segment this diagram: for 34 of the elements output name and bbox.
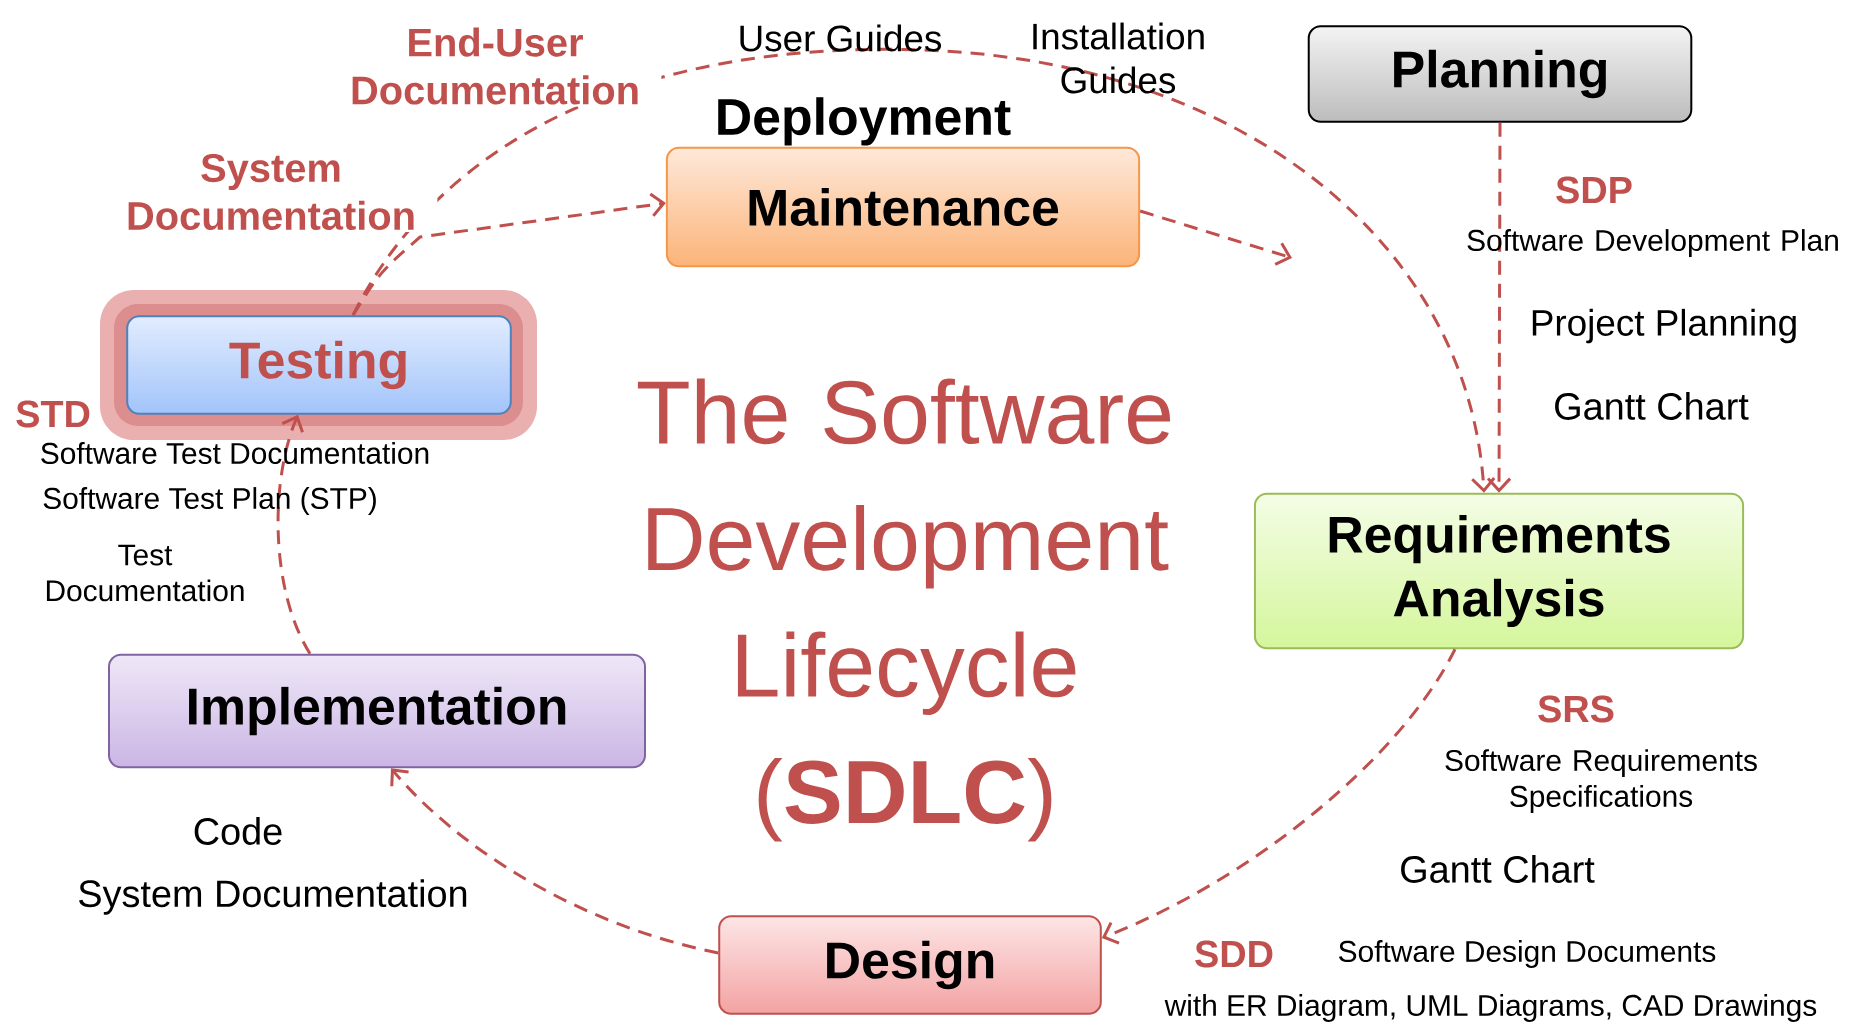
annotation-text: Software Design Documents [1339, 940, 1716, 968]
arrow [1486, 122, 1512, 493]
annotation-text: Software Development Plan [1467, 229, 1838, 257]
arrow [1101, 648, 1457, 945]
annotation-text: System Documentation [79, 879, 467, 915]
process-box: Maintenance [665, 146, 1141, 268]
annotation-text: Installation Guides [1033, 22, 1204, 94]
annotation-text: Gantt Chart [1555, 392, 1749, 420]
edge-label: System Documentation [104, 152, 438, 232]
abbreviation-label: SRS [1538, 695, 1614, 723]
annotation-text: Project Planning [1532, 308, 1796, 344]
annotation-text: with ER Diagram, UML Diagrams, CAD Drawings [1164, 994, 1817, 1022]
annotation-text: Test Documentation [46, 544, 244, 602]
annotation-text: Code [194, 817, 282, 845]
arrow [390, 768, 719, 955]
arrow [1139, 209, 1293, 266]
process-box: Design [718, 915, 1102, 1015]
arrow [351, 192, 666, 316]
annotation-text: Software Test Documentation [41, 442, 429, 464]
process-box: Testing [100, 290, 537, 440]
annotation-text: Software Test Plan (STP) [43, 487, 376, 515]
process-box: Requirements Analysis [1253, 492, 1745, 650]
process-box: Implementation [108, 653, 646, 769]
annotation-text: Software Requirements Specifications [1445, 749, 1757, 813]
abbreviation-label: STD [16, 400, 90, 428]
arrow [276, 414, 312, 655]
annotation-text: Gantt Chart [1401, 855, 1595, 883]
stage-heading: Deployment [718, 97, 1011, 146]
abbreviation-label: SDP [1556, 176, 1632, 204]
process-box: Planning [1307, 25, 1693, 123]
annotation-text: User Guides [740, 24, 942, 52]
edge-label: End-User Documentation [328, 25, 662, 107]
abbreviation-label: SDD [1195, 940, 1273, 968]
arrow [351, 48, 1496, 493]
